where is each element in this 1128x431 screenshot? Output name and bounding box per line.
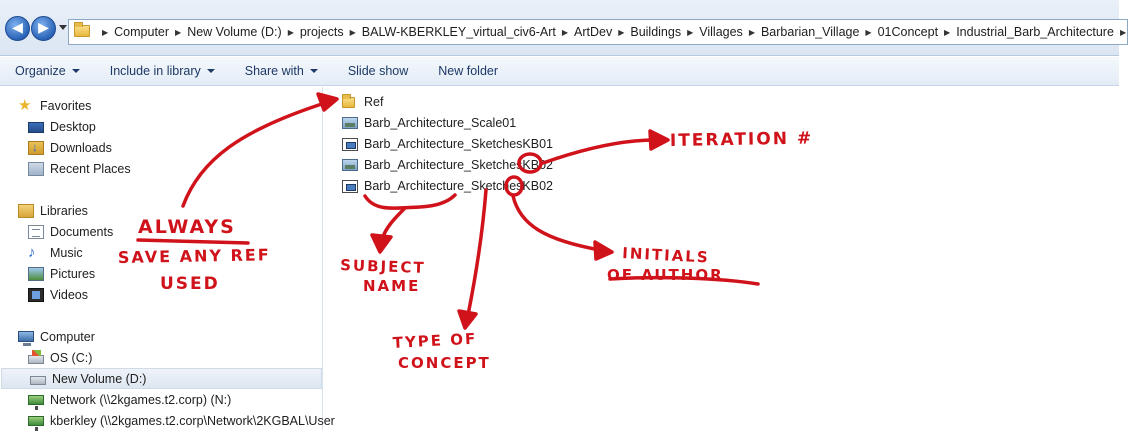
music-note-icon: ♪	[28, 243, 36, 261]
chevron-right-icon[interactable]: ▶	[349, 27, 356, 37]
chevron-right-icon[interactable]: ▶	[102, 27, 109, 37]
nav-label: Computer	[40, 329, 95, 344]
nav-label: Music	[50, 245, 83, 260]
forward-button[interactable]: ▶	[31, 16, 56, 41]
list-item[interactable]: Barb_Architecture_SketchesKB02	[342, 155, 553, 175]
nav-label: Favorites	[40, 98, 92, 113]
file-name: Ref	[364, 95, 384, 109]
nav-desktop[interactable]: Desktop	[28, 116, 96, 137]
list-item[interactable]: Barb_Architecture_SketchesKB01	[342, 134, 553, 154]
nav-label: Downloads	[50, 140, 112, 155]
breadcrumb-item[interactable]: projects	[299, 25, 344, 39]
nav-pictures[interactable]: Pictures	[28, 263, 95, 284]
back-button[interactable]: ◀	[5, 16, 30, 41]
chevron-right-icon[interactable]: ▶	[865, 27, 872, 37]
file-name: Barb_Architecture_Scale01	[364, 116, 517, 130]
nav-label: Desktop	[50, 119, 96, 134]
nav-label: Network (\\2kgames.t2.corp) (N:)	[50, 392, 232, 407]
include-in-library-label: Include in library	[109, 64, 201, 78]
file-list: Ref Barb_Architecture_Scale01 Barb_Archi…	[324, 87, 1119, 430]
image-file-icon	[342, 159, 358, 171]
chevron-right-icon[interactable]: ▶	[1119, 27, 1127, 37]
nav-label: OS (C:)	[50, 350, 93, 365]
psd-file-icon	[342, 179, 358, 193]
breadcrumb-item[interactable]: Buildings	[630, 25, 682, 39]
image-file-icon	[342, 117, 358, 129]
libraries-icon	[18, 203, 34, 218]
network-drive-icon	[28, 394, 44, 410]
list-item[interactable]: Barb_Architecture_Scale01	[342, 113, 516, 133]
chevron-right-icon[interactable]: ▶	[561, 27, 568, 37]
nav-label: kberkley (\\2kgames.t2.corp\Network\2KGB…	[50, 413, 335, 428]
breadcrumb-item[interactable]: 01Concept	[877, 25, 939, 39]
nav-label: Libraries	[40, 203, 88, 218]
nav-music[interactable]: ♪ Music	[28, 242, 83, 263]
breadcrumb-item[interactable]: Industrial_Barb_Architecture	[956, 25, 1114, 39]
chevron-right-icon[interactable]: ▶	[618, 27, 625, 37]
file-name: Barb_Architecture_SketchesKB02	[364, 179, 553, 193]
nav-network-n[interactable]: Network (\\2kgames.t2.corp) (N:)	[28, 389, 231, 410]
nav-label: New Volume (D:)	[52, 371, 147, 386]
star-icon: ★	[18, 96, 32, 114]
recent-places-icon	[28, 161, 44, 176]
breadcrumb-item[interactable]: Villages	[699, 25, 743, 39]
chevron-down-icon	[71, 69, 80, 73]
drive-icon	[30, 376, 46, 385]
computer-icon	[18, 331, 34, 346]
organize-button[interactable]: Organize	[0, 64, 95, 78]
breadcrumb-item[interactable]: ArtDev	[574, 25, 613, 39]
nav-label: Pictures	[50, 266, 96, 281]
address-bar-area: ◀ ▶ ▶ Computer ▶ New Volume (D:) ▶ proje…	[0, 0, 1128, 56]
psd-file-icon	[342, 137, 358, 151]
network-drive-icon	[28, 415, 44, 431]
file-name: Barb_Architecture_SketchesKB02	[364, 158, 553, 172]
chevron-down-icon	[309, 69, 318, 73]
documents-icon	[28, 224, 44, 239]
nav-recent-places[interactable]: Recent Places	[28, 158, 131, 179]
list-item[interactable]: Barb_Architecture_SketchesKB02	[342, 176, 553, 196]
command-bar: Organize Include in library Share with S…	[0, 57, 1119, 86]
chevron-right-icon[interactable]: ▶	[944, 27, 951, 37]
include-in-library-button[interactable]: Include in library	[95, 64, 230, 78]
nav-downloads[interactable]: Downloads	[28, 137, 112, 158]
nav-label: Videos	[50, 287, 88, 302]
share-with-label: Share with	[244, 64, 304, 78]
new-folder-button[interactable]: New folder	[438, 64, 499, 78]
desktop-icon	[28, 122, 44, 133]
organize-label: Organize	[15, 64, 66, 78]
nav-label: Recent Places	[50, 161, 131, 176]
breadcrumb-item[interactable]: Computer	[114, 25, 170, 39]
pictures-icon	[28, 266, 44, 281]
navigation-pane: ★ Favorites Desktop Downloads Recent Plac…	[0, 87, 335, 431]
chevron-right-icon[interactable]: ▶	[687, 27, 694, 37]
nav-computer[interactable]: Computer	[18, 326, 95, 347]
videos-icon	[28, 287, 44, 302]
folder-icon	[342, 94, 358, 109]
share-with-button[interactable]: Share with	[230, 64, 333, 78]
file-name: Barb_Architecture_SketchesKB01	[364, 137, 553, 151]
recent-pages-dropdown-icon[interactable]	[59, 25, 67, 30]
chevron-right-icon[interactable]: ▶	[175, 27, 182, 37]
nav-label: Documents	[50, 224, 114, 239]
list-item[interactable]: Ref	[342, 92, 383, 112]
nav-os-c[interactable]: OS (C:)	[28, 347, 92, 368]
chevron-down-icon	[206, 69, 215, 73]
nav-documents[interactable]: Documents	[28, 221, 113, 242]
nav-libraries[interactable]: Libraries	[18, 200, 88, 221]
chevron-right-icon[interactable]: ▶	[287, 27, 294, 37]
slide-show-button[interactable]: Slide show	[347, 64, 409, 78]
nav-favorites[interactable]: ★ Favorites	[18, 95, 91, 116]
folder-icon	[74, 22, 90, 39]
nav-videos[interactable]: Videos	[28, 284, 88, 305]
chevron-right-icon[interactable]: ▶	[748, 27, 755, 37]
nav-kberkley[interactable]: kberkley (\\2kgames.t2.corp\Network\2KGB…	[28, 410, 335, 431]
nav-new-volume-d[interactable]: New Volume (D:)	[1, 368, 322, 389]
breadcrumb-item[interactable]: Barbarian_Village	[760, 25, 860, 39]
breadcrumb-item[interactable]: BALW-KBERKLEY_virtual_civ6-Art	[361, 25, 556, 39]
system-drive-icon	[28, 350, 44, 364]
breadcrumb[interactable]: ▶ Computer ▶ New Volume (D:) ▶ projects …	[68, 19, 1128, 45]
breadcrumb-item[interactable]: New Volume (D:)	[187, 25, 282, 39]
downloads-icon	[28, 140, 44, 155]
